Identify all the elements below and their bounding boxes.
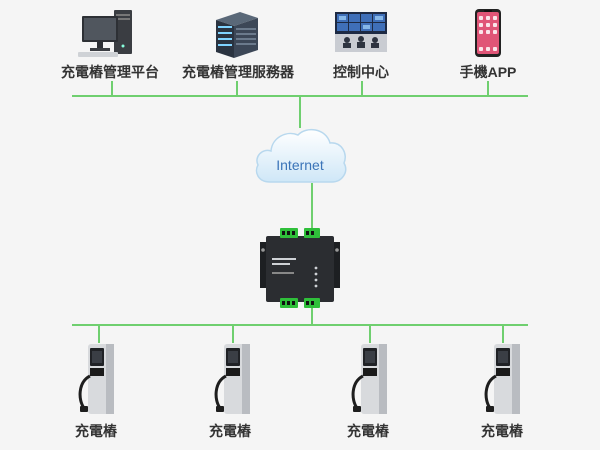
drop-line-3: [361, 81, 363, 96]
charger-drop-line-2: [232, 325, 234, 343]
ev-charger-icon: [76, 342, 122, 416]
top-node-label-3: 控制中心: [333, 64, 389, 80]
smartphone-icon: [475, 9, 501, 57]
serial-server-gateway-icon: [260, 228, 340, 312]
cloud-to-gateway-line: [311, 183, 313, 233]
charger-drop-line-3: [369, 325, 371, 343]
drop-line-1: [111, 81, 113, 96]
desktop-computer-icon: [78, 8, 138, 60]
drop-line-4: [487, 81, 489, 96]
bus-to-cloud-line: [299, 96, 301, 128]
ev-charger-icon: [482, 342, 528, 416]
top-node-label-1: 充電樁管理平台: [61, 64, 159, 80]
charger-drop-line-4: [502, 325, 504, 343]
server-rack-icon: [212, 6, 262, 60]
top-node-label-4: 手機APP: [459, 64, 517, 80]
ev-charger-icon: [212, 342, 258, 416]
drop-line-2: [236, 81, 238, 96]
charger-label-4: 充電樁: [481, 423, 523, 439]
bottom-bus-line: [72, 324, 528, 326]
charger-label-2: 充電樁: [209, 423, 251, 439]
gateway-to-bus-line: [311, 308, 313, 325]
charger-label-3: 充電樁: [347, 423, 389, 439]
cloud-label: Internet: [276, 157, 324, 173]
charger-label-1: 充電樁: [75, 423, 117, 439]
top-node-label-2: 充電樁管理服務器: [182, 64, 294, 80]
charger-drop-line-1: [98, 325, 100, 343]
control-center-video-wall-icon: [335, 12, 387, 52]
ev-charger-icon: [349, 342, 395, 416]
cloud-icon: [252, 124, 348, 186]
